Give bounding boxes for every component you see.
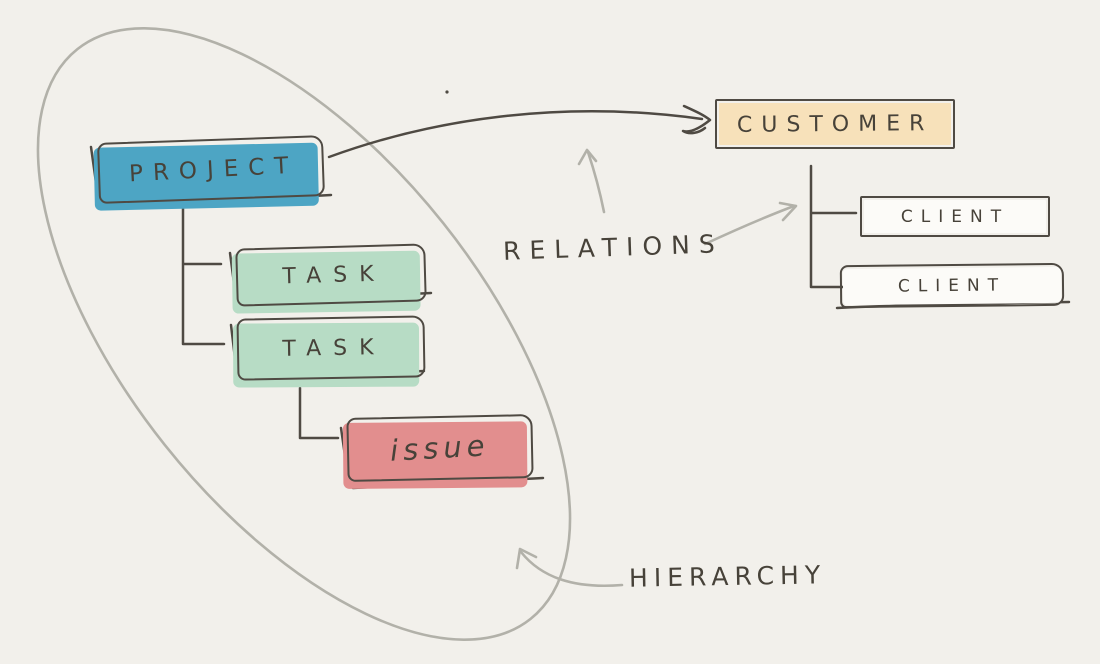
client1-fill — [864, 200, 1046, 233]
relations-arrow-up — [586, 150, 606, 214]
client2-label: CLIENT — [897, 274, 1007, 297]
customer-label: CUSTOMER — [736, 110, 934, 138]
relations-arrow-right — [703, 204, 796, 246]
client1-label: CLIENT — [900, 206, 1010, 227]
issue-node: issue — [342, 414, 534, 489]
project-node: PROJECT — [93, 135, 325, 211]
hierarchy-annotation: HIERARCHY — [628, 560, 827, 593]
hierarchy-arrow-head — [515, 547, 538, 570]
customer-frame — [715, 99, 955, 149]
task-to-issue-connector — [298, 386, 340, 440]
project-to-customer-arrow — [327, 110, 704, 159]
project-to-customer-arrow-head — [681, 104, 712, 135]
task-node-1: TASK — [231, 243, 427, 314]
stray-dot — [445, 90, 449, 94]
project-to-tasks-connector — [181, 205, 226, 346]
task1-label: TASK — [282, 260, 386, 289]
hierarchy-arrow — [519, 550, 624, 587]
customer-node: CUSTOMER — [715, 99, 955, 149]
client-node-2: CLIENT — [839, 262, 1065, 309]
client-node-1: CLIENT — [860, 196, 1050, 237]
relations-arrow-right-head — [778, 201, 798, 222]
relations-arrow-up-head — [577, 148, 598, 166]
task2-label: TASK — [282, 334, 386, 362]
customer-fill — [719, 103, 951, 145]
task-node-2: TASK — [232, 315, 426, 388]
hierarchy-ellipse — [36, 27, 572, 641]
issue-label: issue — [389, 428, 491, 468]
client1-frame — [860, 196, 1050, 237]
customer-to-clients-connector — [809, 164, 858, 289]
